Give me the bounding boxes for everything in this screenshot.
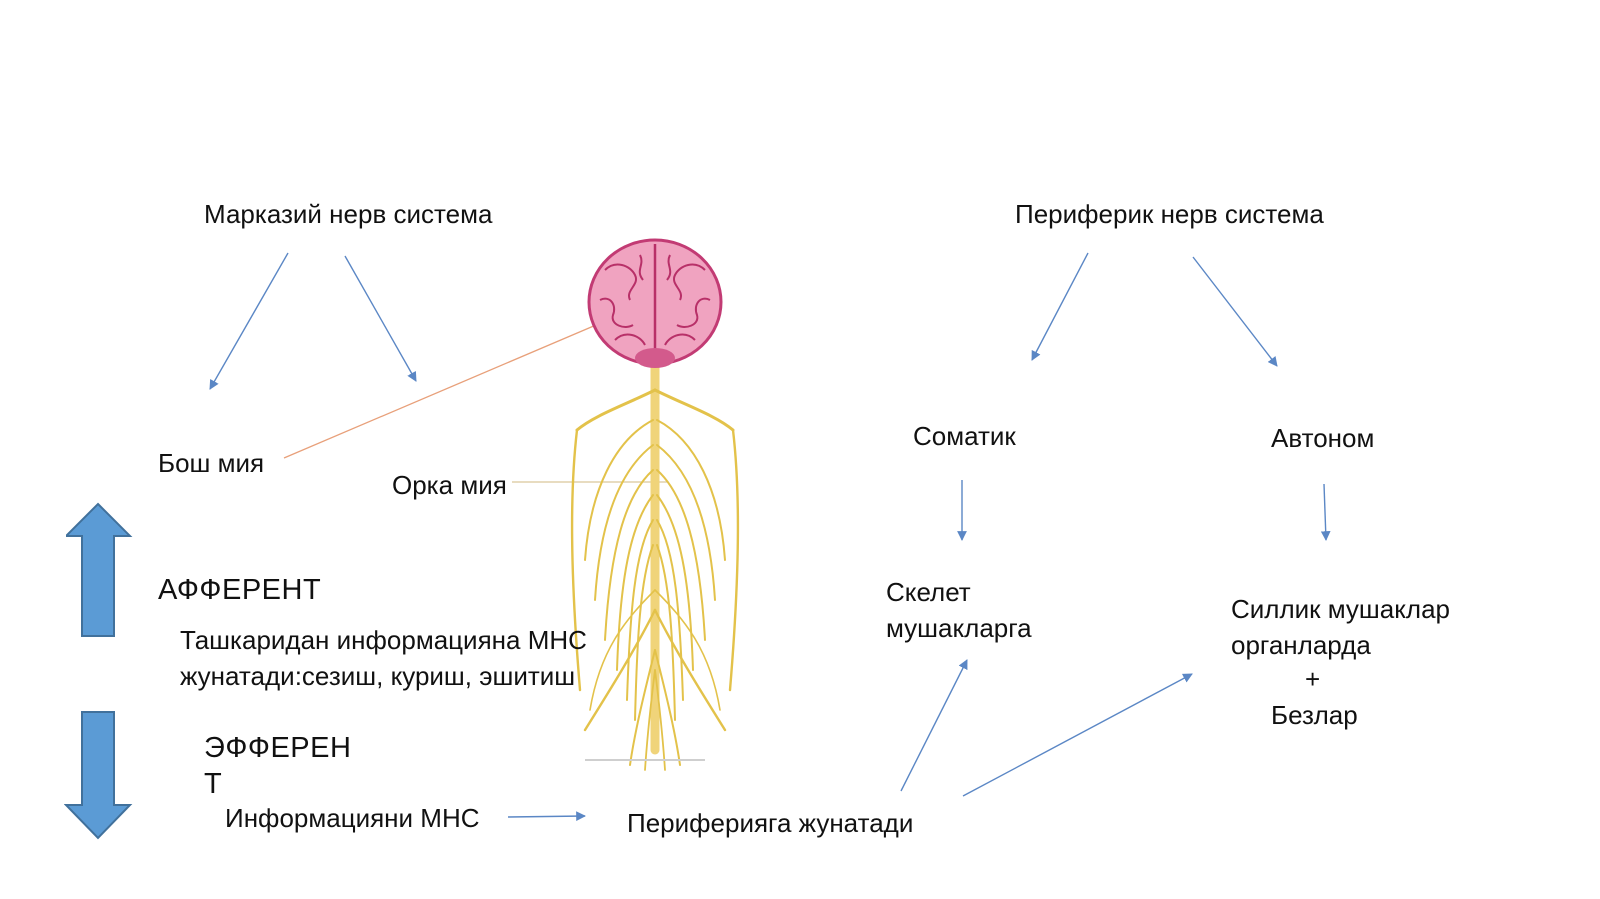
spinal-cord-label: Орка мия xyxy=(392,470,507,500)
brain-label: Бош мия xyxy=(158,448,265,478)
afferent-desc-line1: Ташкаридан информацияна МНС xyxy=(180,625,587,655)
somatic-label: Соматик xyxy=(913,421,1016,451)
efferent-label-line2: Т xyxy=(204,768,223,800)
arrow-cns-to-brain xyxy=(209,252,289,390)
arrow-pns-to-somatic xyxy=(1031,252,1089,361)
arrow-autonomic-down xyxy=(1320,483,1331,541)
nervous-system-illustration xyxy=(570,238,740,771)
efferent-target-label: Периферияга жунатади xyxy=(627,808,914,838)
arrow-pns-to-autonomic xyxy=(1192,256,1278,367)
skeletal-muscles-label-line1: Скелет xyxy=(886,577,971,607)
afferent-label: АФФЕРЕНТ xyxy=(158,574,322,606)
afferent-up-arrow-icon xyxy=(66,502,133,637)
efferent-label-line1: ЭФФЕРЕН xyxy=(204,732,352,764)
brain-icon xyxy=(587,238,723,368)
skeletal-muscles-label-line2: мушакларга xyxy=(886,613,1032,643)
efferent-down-arrow-icon xyxy=(64,711,133,840)
afferent-desc-line2: жунатади:сезиш, куриш, эшитиш xyxy=(180,661,576,691)
arrow-to-skeletal xyxy=(900,659,968,792)
plus-sign: + xyxy=(1305,664,1321,694)
autonomic-label: Автоном xyxy=(1271,423,1375,453)
brain-leader-line xyxy=(283,324,597,459)
arrow-to-smooth xyxy=(962,673,1193,797)
efferent-source-label: Информацияни МНС xyxy=(225,803,480,833)
cns-title: Марказий нерв система xyxy=(204,199,493,229)
smooth-muscles-label-line2: органларда xyxy=(1231,630,1371,660)
smooth-muscles-label-line1: Силлик мушаклар xyxy=(1231,594,1451,624)
arrow-efferent-source xyxy=(507,811,586,822)
pns-title: Периферик нерв система xyxy=(1015,199,1324,229)
arrow-cns-to-spinal xyxy=(344,255,417,382)
glands-label: Безлар xyxy=(1271,700,1358,730)
